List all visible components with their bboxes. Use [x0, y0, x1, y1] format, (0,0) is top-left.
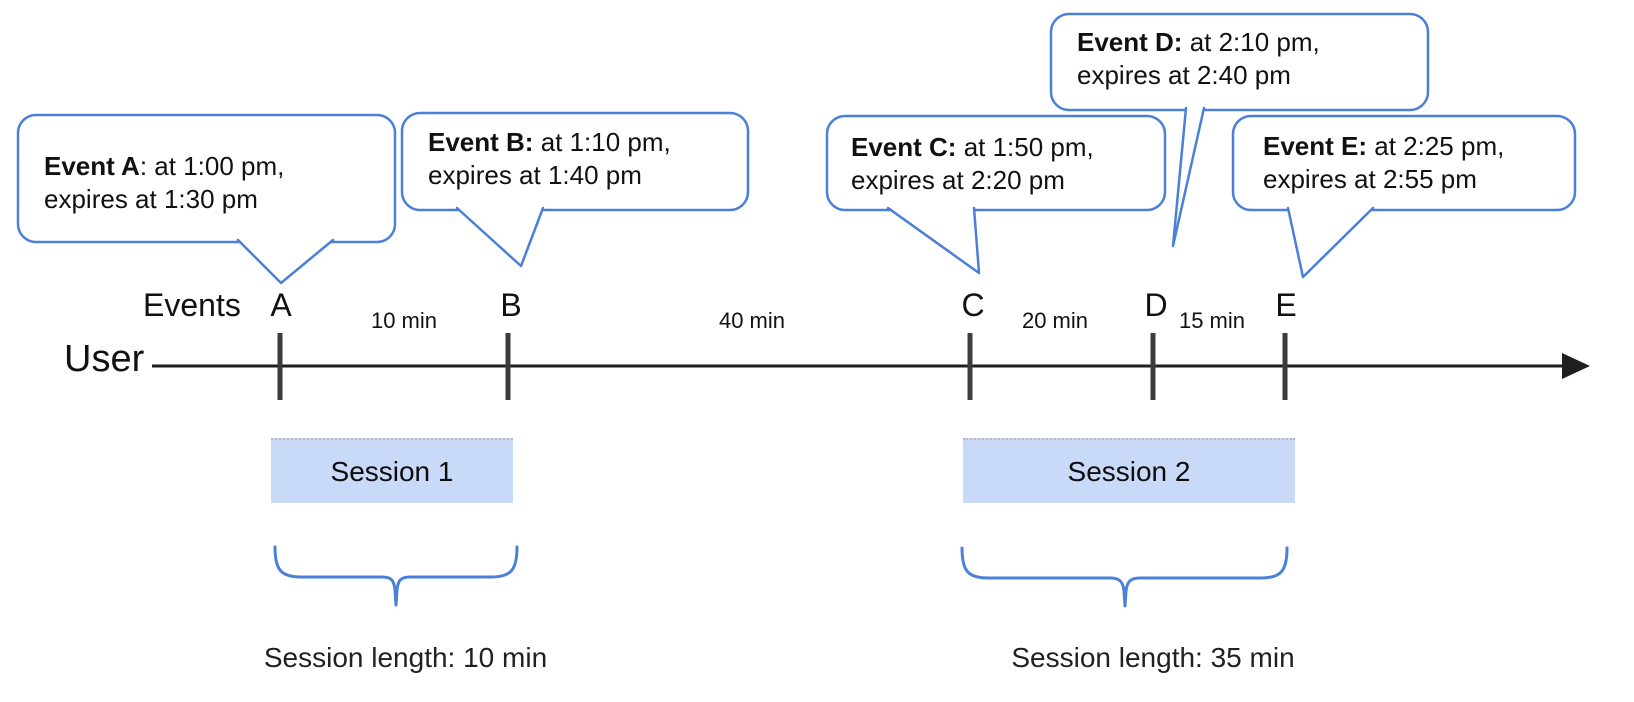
bubble-event-b-text: Event B: at 1:10 pm, expires at 1:40 pm [428, 127, 671, 190]
bubble-event-d [1049, 12, 1430, 112]
bubble-event-e-tail-outline [1286, 206, 1375, 279]
interval-label-b-c: 40 min [718, 308, 786, 333]
event-letter-d: D [1144, 287, 1168, 323]
events-axis-label: Events [143, 287, 241, 323]
bubble-event-a-tail-outline [236, 238, 335, 285]
bubble-event-d-tail-outline [1171, 106, 1206, 248]
interval-label-a-b: 10 min [370, 308, 438, 333]
bubble-event-c [825, 114, 1167, 212]
interval-label-c-d: 20 min [1021, 308, 1089, 333]
session-1-label: Session 1 [330, 455, 454, 487]
bubble-event-a-text: Event A: at 1:00 pm, expires at 1:30 pm [44, 151, 285, 214]
bubble-event-e-tail [1288, 208, 1373, 277]
timeline-arrowhead-icon [1562, 353, 1590, 379]
session-1-length-caption: Session length: 10 min [263, 642, 548, 673]
session-2-box: Session 2 [963, 438, 1295, 503]
bubble-event-b [400, 111, 750, 212]
bubble-event-b-tail [457, 208, 543, 266]
bubble-event-e-text: Event E: at 2:25 pm, expires at 2:55 pm [1263, 131, 1505, 194]
bubble-event-e [1231, 114, 1577, 212]
event-letter-a: A [270, 287, 292, 323]
event-letter-e: E [1275, 287, 1297, 323]
session-2-brace [960, 546, 1289, 608]
bubble-event-a [16, 113, 397, 244]
bubble-event-d-text: Event D: at 2:10 pm, expires at 2:40 pm [1077, 27, 1320, 90]
interval-label-d-e: 15 min [1178, 308, 1246, 333]
bubble-event-a-tail [238, 240, 333, 283]
user-label: User [64, 338, 145, 380]
session-1-brace [273, 545, 519, 607]
event-letter-c: C [961, 287, 985, 323]
event-letter-b: B [500, 287, 522, 323]
session-2-label: Session 2 [1067, 455, 1191, 487]
bubble-event-c-text: Event C: at 1:50 pm, expires at 2:20 pm [851, 132, 1094, 195]
bubble-event-c-tail-outline [886, 206, 981, 275]
session-2-length-caption: Session length: 35 min [1011, 642, 1295, 673]
session-1-box: Session 1 [271, 438, 513, 503]
bubble-event-b-tail-outline [455, 206, 545, 268]
